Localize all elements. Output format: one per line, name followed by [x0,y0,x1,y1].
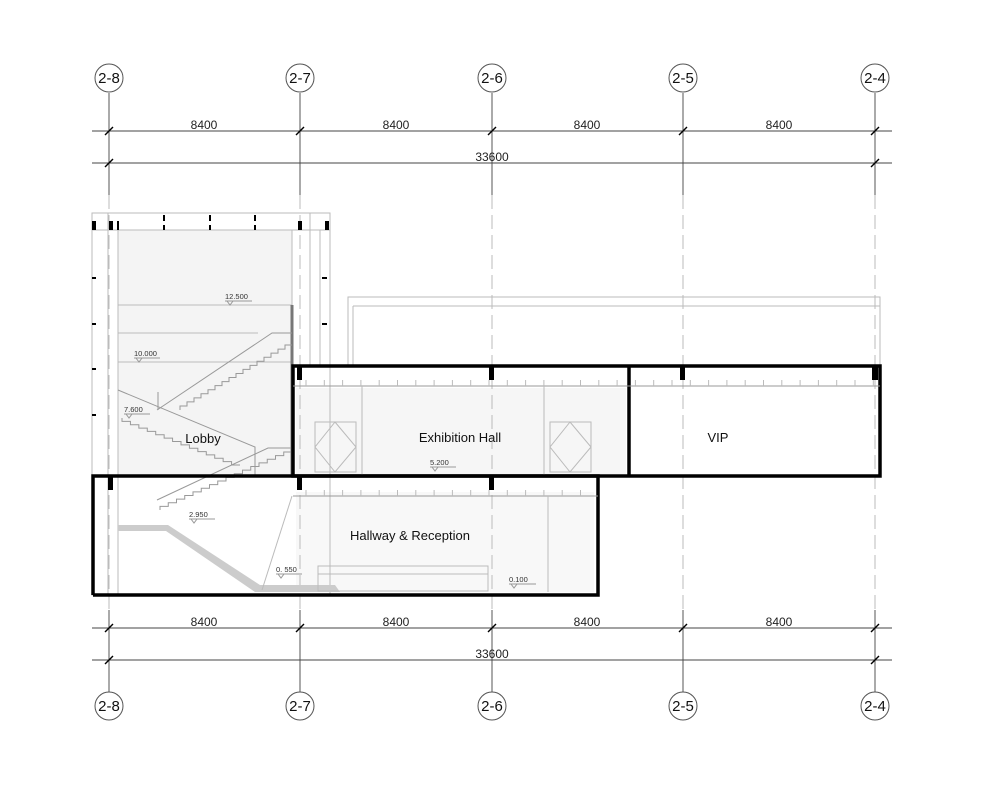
exhibition-hall-section [291,364,882,478]
axis-label-top-2-6: 2-6 [481,70,503,87]
dim-top-total: 33600 [475,150,509,164]
dim-bottom-2: 8400 [383,615,410,629]
axis-label-bottom-2-6: 2-6 [481,698,503,715]
elevation-marker: 7.600 [124,405,150,419]
dim-top-4: 8400 [766,118,793,132]
room-label-hallway-reception: Hallway & Reception [350,528,470,543]
hallway-section [91,474,600,597]
grid-lines [108,93,876,692]
dim-top-3: 8400 [574,118,601,132]
svg-text:0. 550: 0. 550 [276,565,297,574]
dimension-lines [92,126,892,665]
elevation-marker: 5.200 [430,458,456,472]
axis-bubbles [94,63,890,721]
roof-outline [347,296,881,367]
elevation-marker: 2.950 [189,510,215,524]
exhibition-shading [296,388,626,474]
svg-text:2.950: 2.950 [189,510,208,519]
room-label-lobby: Lobby [185,431,221,446]
elevation-marker: 10.000 [134,349,160,363]
axis-label-top-2-4: 2-4 [864,70,886,87]
elevation-marker: 0. 550 [276,565,302,579]
elevation-marker: 12.500 [225,292,252,306]
dim-top-1: 8400 [191,118,218,132]
elevation-marker: 0.100 [509,575,536,589]
axis-label-bottom-2-5: 2-5 [672,698,694,715]
dim-bottom-1: 8400 [191,615,218,629]
stair-steps [121,344,292,510]
lobby-shading [118,230,292,475]
axis-label-bottom-2-4: 2-4 [864,698,886,715]
svg-text:0.100: 0.100 [509,575,528,584]
dim-bottom-3: 8400 [574,615,601,629]
axis-label-bottom-2-8: 2-8 [98,698,120,715]
dim-bottom-total: 33600 [475,647,509,661]
room-label-vip: VIP [708,430,729,445]
room-label-exhibition-hall: Exhibition Hall [419,430,501,445]
axis-label-top-2-5: 2-5 [672,70,694,87]
dim-top-2: 8400 [383,118,410,132]
axis-label-top-2-7: 2-7 [289,70,311,87]
svg-text:10.000: 10.000 [134,349,157,358]
axis-label-top-2-8: 2-8 [98,70,120,87]
svg-text:12.500: 12.500 [225,292,248,301]
svg-text:7.600: 7.600 [124,405,143,414]
elevation-markers: 12.500 10.000 7.600 5.200 2.950 0. 550 0… [124,292,536,589]
svg-text:5.200: 5.200 [430,458,449,467]
axis-label-bottom-2-7: 2-7 [289,698,311,715]
dim-bottom-4: 8400 [766,615,793,629]
hallway-shading [296,492,594,592]
